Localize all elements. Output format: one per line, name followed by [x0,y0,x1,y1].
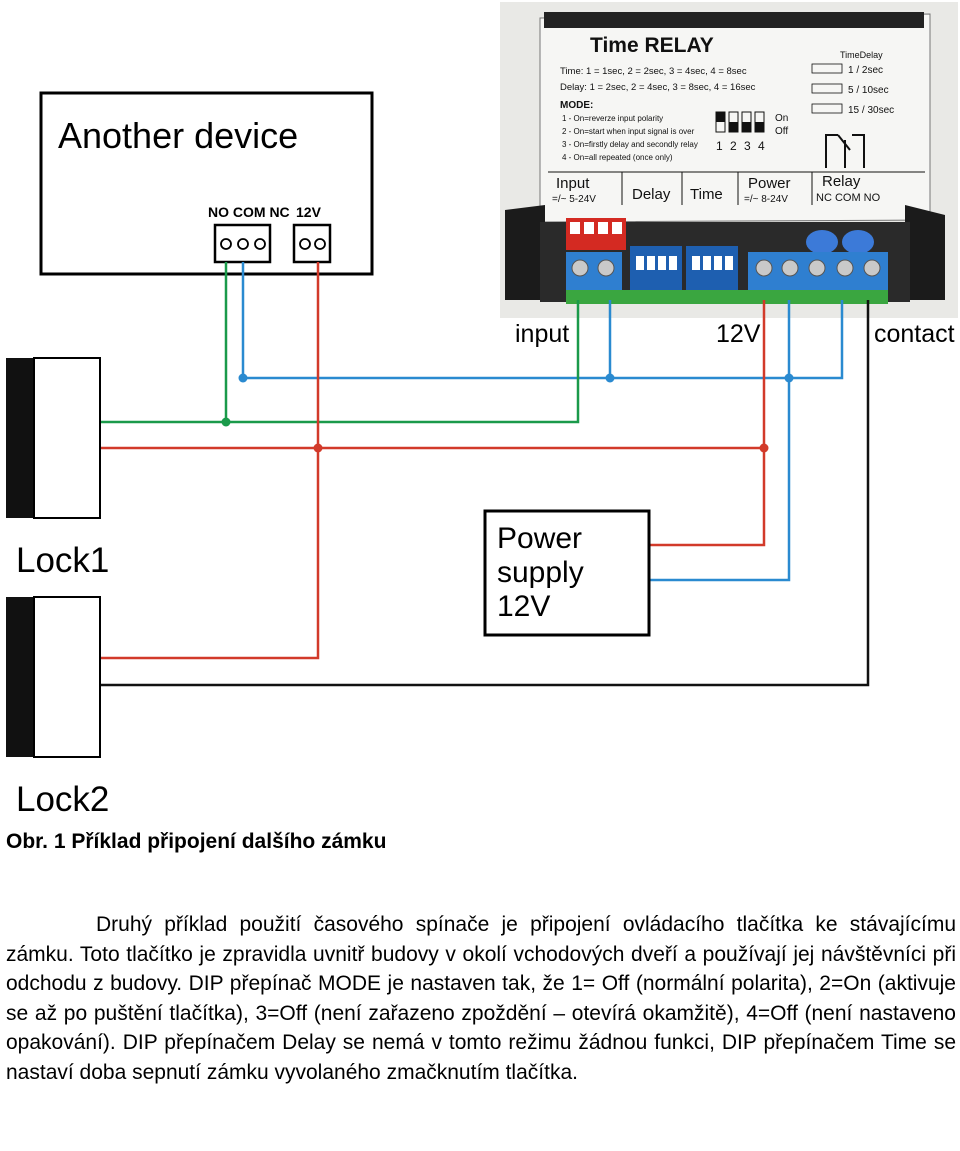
paragraph-text: Druhý příklad použití časového spínače j… [6,913,956,1084]
mode-line: 2 - On=start when input signal is over [562,127,695,136]
lock1: Lock1 [6,357,109,580]
terminal-label-12v: 12V [296,204,322,220]
timedelay-header: TimeDelay [840,50,883,60]
input-range: =/~ 5-24V [552,194,596,205]
dip-on-label: On [775,113,788,124]
relay-terminals-label: NC COM NO [816,192,881,204]
contact-wire-label: contact [874,320,955,348]
time-setting-line: Time: 1 = 1sec, 2 = 2sec, 3 = 4sec, 4 = … [560,66,747,77]
mode-line: 1 - On=reverze input polarity [562,114,663,123]
figure-caption: Obr. 1 Příklad připojení dalšího zámku [6,830,387,853]
td-dip-icon-1 [811,63,843,74]
power-range: =/~ 8-24V [744,194,788,205]
relay-contact-symbol-icon [825,134,865,168]
td-option-3: 15 / 30sec [848,105,894,116]
12v-wire-label: 12V [716,320,761,348]
terminal-block-no-com-nc [213,223,272,264]
relay-section-label: Relay [822,173,861,190]
wiring-diagram: Time RELAY TimeDelay Time: 1 = 1sec, 2 =… [6,2,958,819]
mode-header: MODE: [560,100,593,111]
input-section-label: Input [556,175,590,192]
another-device: Another device NO COM NC 12V [39,91,374,276]
body-paragraph: Druhý příklad použití časového spínače j… [6,910,956,1087]
delay-setting-line: Delay: 1 = 2sec, 2 = 4sec, 3 = 8sec, 4 =… [560,82,756,93]
dip-off-label: Off [775,126,788,137]
power-supply-line: Power [497,522,582,555]
lock2: Lock2 [6,596,109,819]
td-dip-icon-2 [811,83,843,94]
mode-line: 3 - On=firstly delay and secondly relay [562,140,698,149]
dip-numbers: 1 2 3 4 [716,139,767,153]
terminal-label-no-com-nc: NO COM NC [208,204,290,220]
delay-section-label: Delay [632,186,671,203]
power-supply: Power supply 12V [483,509,651,637]
mode-dip-legend-icon [715,111,765,133]
td-option-1: 1 / 2sec [848,65,883,76]
lock2-label: Lock2 [16,780,109,819]
relay-title: Time RELAY [590,34,714,57]
input-wire-label: input [515,320,569,348]
lock1-label: Lock1 [16,541,109,580]
mode-line: 4 - On=all repeated (once only) [562,153,673,162]
power-section-label: Power [748,175,791,192]
td-option-2: 5 / 10sec [848,85,889,96]
power-supply-line: 12V [497,590,550,623]
time-section-label: Time [690,186,723,203]
relay-module: Time RELAY TimeDelay Time: 1 = 1sec, 2 =… [500,2,958,318]
td-dip-icon-3 [811,103,843,114]
wires [100,262,870,687]
wire-junctions [221,373,794,453]
another-device-title: Another device [58,115,298,156]
power-supply-line: supply [497,556,584,589]
